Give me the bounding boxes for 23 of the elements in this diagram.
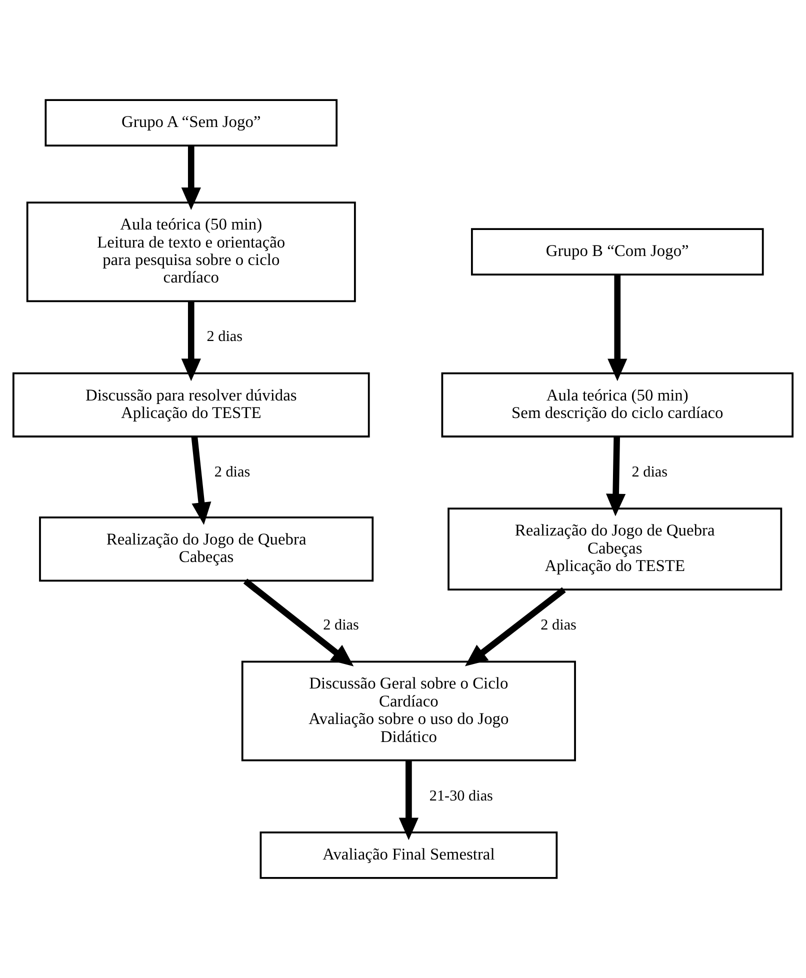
node-box: Grupo B “Com Jogo” bbox=[470, 228, 764, 276]
node-box: Aula teórica (50 min) Leitura de texto e orientação para pesquisa sobre o ciclo cardíaco bbox=[26, 202, 356, 302]
edge-label: 2 dias bbox=[632, 463, 668, 480]
node-box: Discussão Geral sobre o Ciclo Cardíaco Avaliação sobre o uso do Jogo Didático bbox=[241, 660, 576, 762]
node-box: Realização do Jogo de Quebra Cabeças Aplicação do TESTE bbox=[448, 508, 782, 590]
arrow bbox=[181, 146, 201, 210]
edge-label: 2 dias bbox=[214, 463, 250, 480]
node-box: Avaliação Final Semestral bbox=[260, 831, 558, 879]
arrow bbox=[464, 587, 566, 666]
node-box: Discussão para resolver dúvidas Aplicação do TESTE bbox=[12, 372, 370, 438]
arrow bbox=[398, 760, 419, 840]
node-box: Aula teórica (50 min) Sem descrição do ciclo cardíaco bbox=[441, 372, 794, 438]
node-box: Realização do Jogo de Quebra Cabeças bbox=[39, 516, 374, 582]
node-box: Grupo A “Sem Jogo” bbox=[44, 99, 338, 147]
edge-label: 2 dias bbox=[540, 616, 576, 634]
arrow bbox=[243, 578, 354, 666]
arrow bbox=[181, 302, 201, 382]
edge-label: 2 dias bbox=[206, 328, 243, 346]
arrow bbox=[191, 436, 212, 525]
arrow bbox=[606, 436, 626, 516]
arrow bbox=[608, 274, 628, 382]
edge-label: 2 dias bbox=[323, 616, 359, 634]
edge-label: 21-30 dias bbox=[429, 787, 493, 804]
